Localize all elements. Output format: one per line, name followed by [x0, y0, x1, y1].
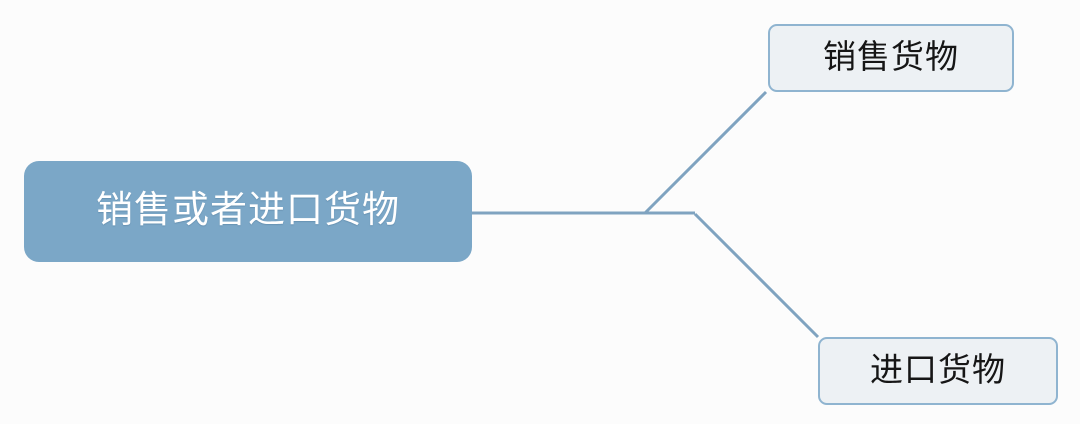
child-node-import-label: 进口货物: [870, 352, 1006, 389]
child-node-import[interactable]: 进口货物: [818, 337, 1058, 405]
root-node[interactable]: 销售或者进口货物: [24, 161, 472, 262]
child-node-sales-label: 销售货物: [823, 39, 959, 76]
child-node-sales[interactable]: 销售货物: [768, 24, 1014, 92]
connector-branch-top: [643, 90, 768, 215]
root-node-label: 销售或者进口货物: [96, 190, 400, 232]
connector-branch-bottom: [693, 212, 820, 339]
